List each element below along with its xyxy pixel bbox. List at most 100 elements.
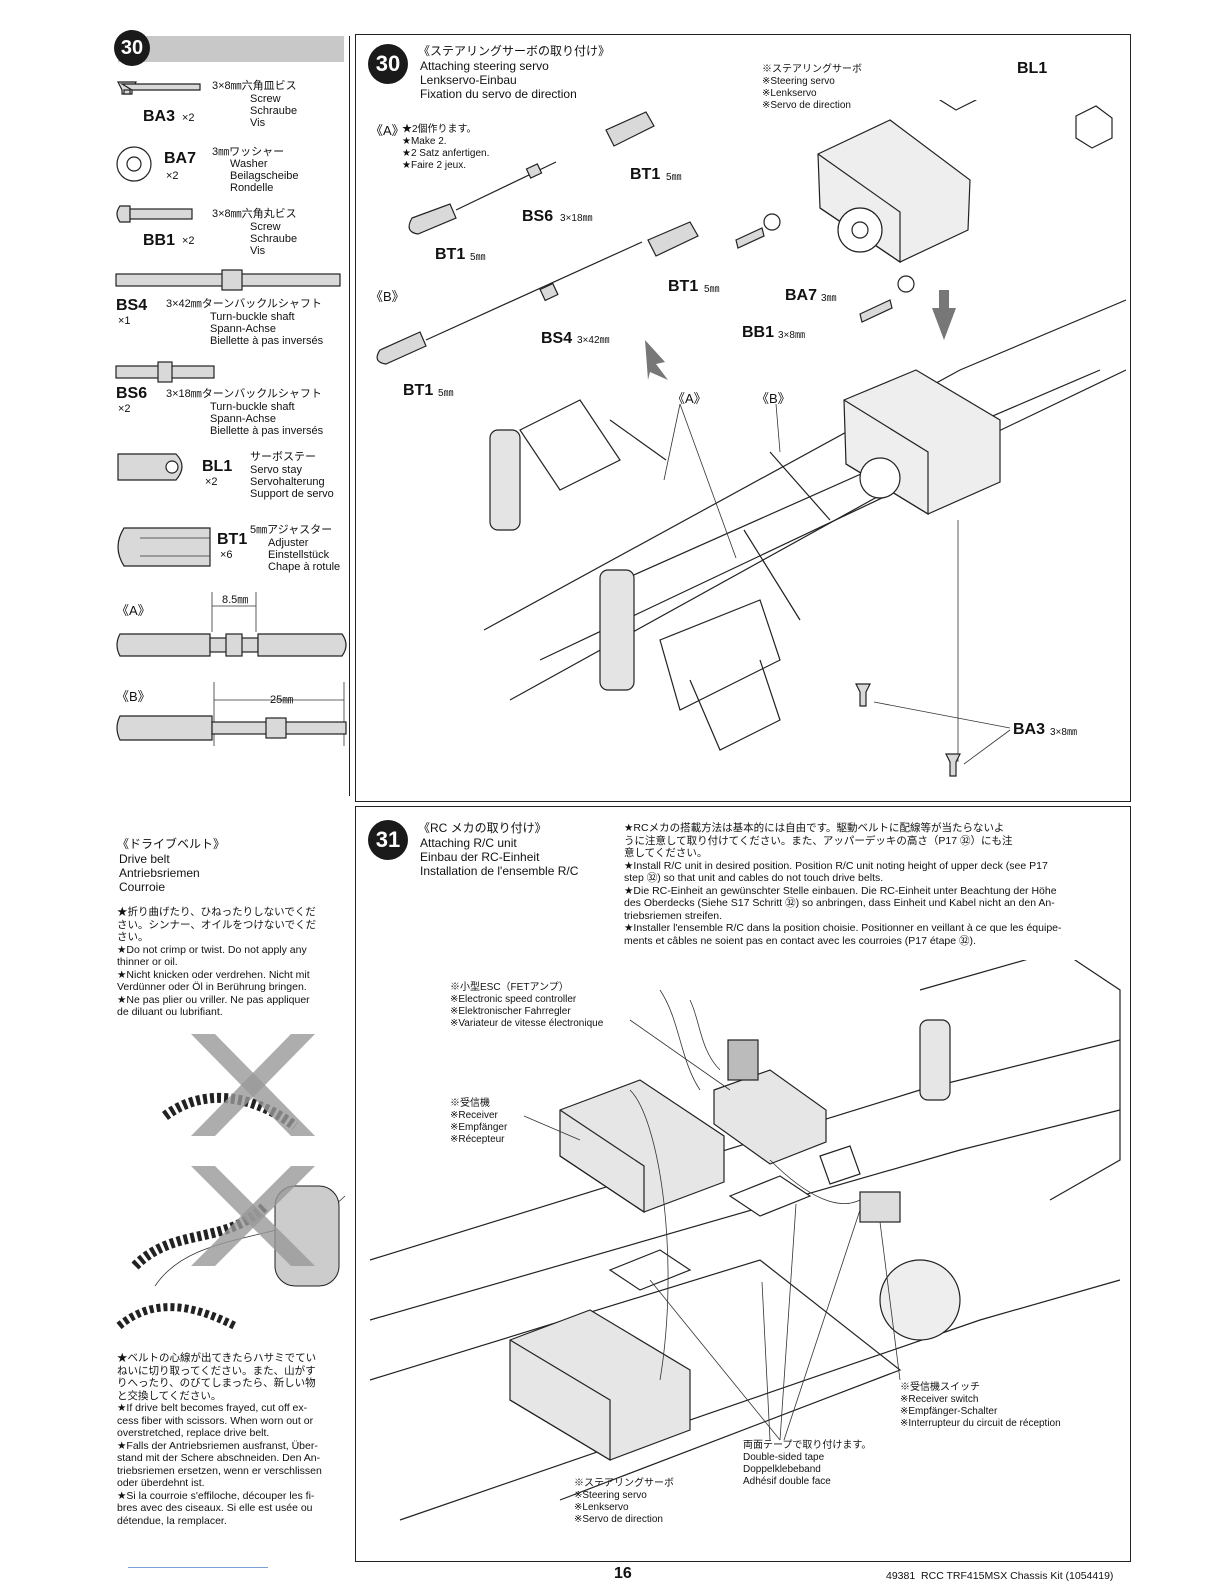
ba3-size-label: 3×8㎜	[1050, 727, 1077, 738]
servo-label: ※ステアリングサーボ ※Steering servo ※Lenkservo ※S…	[574, 1478, 674, 1525]
bt1-label-mid: BT1	[435, 246, 466, 263]
step30-b-label: 《B》	[370, 289, 405, 304]
bb1-label: BB1	[742, 324, 775, 341]
dim-b-diagram	[116, 682, 347, 746]
ba3-code: BA3	[143, 108, 176, 125]
dim-a-diagram	[116, 592, 347, 657]
ba7-size-label: 3㎜	[821, 293, 837, 304]
bt1-size-top: 5㎜	[666, 172, 682, 183]
bb1-code: BB1	[143, 232, 176, 249]
bs4-qty: ×1	[118, 315, 131, 327]
bt1-fr: Chape à rotule	[268, 561, 341, 573]
step30-servo-note: ※ステアリングサーボ ※Steering servo ※Lenkservo ※S…	[762, 64, 862, 111]
step30-a-label: 《A》	[370, 123, 405, 138]
bs4-en: Turn-buckle shaft	[210, 311, 295, 323]
bs6-fr: Biellette à pas inversés	[210, 425, 324, 437]
bt1-de: Einstellstück	[268, 549, 330, 561]
ba7-label: BA7	[785, 287, 818, 304]
ba7-fr: Rondelle	[230, 182, 274, 194]
ba7-en: Washer	[230, 158, 268, 170]
step31-diagram	[369, 960, 1121, 1521]
step31-badge: 31	[368, 820, 408, 860]
bb1-size: 3×8㎜六角丸ビス	[212, 208, 297, 220]
bl1-qty: ×2	[205, 476, 218, 488]
footer-rule	[128, 1567, 268, 1568]
doc-id: 49381 RCC TRF415MSX Chassis Kit (1054419…	[886, 1570, 1114, 1582]
step31-title-en: Attaching R/C unit	[420, 836, 517, 850]
step30-a-note: ★2個作ります。 ★Make 2. ★2 Satz anfertigen. ★F…	[402, 124, 490, 171]
bl1-size: サーボステー	[250, 451, 316, 463]
parts-panel-divider	[349, 36, 350, 796]
ba3-en: Screw	[250, 93, 281, 105]
ba7-size: 3㎜ワッシャー	[212, 146, 285, 158]
callout-b: 《B》	[756, 391, 791, 406]
bt1-code: BT1	[217, 531, 248, 548]
bb1-screw-icon	[116, 205, 193, 223]
step30-diagram	[376, 100, 1126, 777]
bl1-stay-icon	[117, 453, 183, 481]
belt-title-fr: Courroie	[119, 880, 166, 894]
bt1-size-b: 5㎜	[704, 284, 720, 295]
bs6-label: BS6	[522, 208, 554, 225]
receiver-label: ※受信機 ※Receiver ※Empfänger ※Récepteur	[450, 1098, 508, 1145]
bt1-adjuster-icon	[117, 527, 211, 567]
bt1-en: Adjuster	[268, 537, 309, 549]
bs6-en: Turn-buckle shaft	[210, 401, 295, 413]
bl1-en: Servo stay	[250, 464, 302, 476]
bt1-label-bottom: BT1	[403, 382, 434, 399]
belt-warning-1: ★折り曲げたり、ひねったりしないでくだ さい。シンナー、オイルをつけないでくだ …	[117, 906, 317, 1018]
ba3-size: 3×8㎜六角皿ビス	[212, 80, 297, 92]
step-number-badge: 30	[114, 30, 150, 66]
step31-title-jp: 《RC メカの取り付け》	[418, 821, 547, 835]
bs4-shaft-icon	[115, 269, 341, 291]
step30-parts-header	[118, 36, 344, 62]
step30-title-en: Attaching steering servo	[420, 59, 549, 73]
dim-a-label: 《A》	[116, 603, 151, 618]
bt1-size: 5㎜アジャスター	[250, 524, 333, 536]
bs6-size: 3×18㎜ターンバックルシャフト	[166, 388, 322, 400]
bb1-en: Screw	[250, 221, 281, 233]
bs4-label: BS4	[541, 330, 573, 347]
bt1-size-bottom: 5㎜	[438, 388, 454, 399]
step31-frame	[355, 806, 1131, 1562]
belt-title-de: Antriebsriemen	[119, 866, 200, 880]
bt1-label-top: BT1	[630, 166, 661, 183]
ba3-de: Schraube	[250, 105, 298, 117]
step30-frame	[355, 34, 1131, 802]
bl1-code: BL1	[202, 458, 233, 475]
bs6-de: Spann-Achse	[210, 413, 277, 425]
step31-title-fr: Installation de l'ensemble R/C	[420, 864, 579, 878]
bs6-size-label: 3×18㎜	[560, 213, 593, 224]
ba7-washer-icon	[116, 146, 152, 182]
step31-title-de: Einbau der RC-Einheit	[420, 850, 540, 864]
dim-a-value: 8.5㎜	[222, 594, 249, 606]
step30-badge: 30	[368, 44, 408, 84]
ba7-qty: ×2	[166, 170, 179, 182]
esc-label: ※小型ESC（FETアンプ） ※Electronic speed control…	[450, 982, 604, 1029]
bb1-fr: Vis	[250, 245, 266, 257]
bt1-size-mid: 5㎜	[470, 252, 486, 263]
ba7-code: BA7	[164, 150, 197, 167]
belt-title-en: Drive belt	[119, 852, 170, 866]
bl1-fr: Support de servo	[250, 488, 334, 500]
ba3-fr: Vis	[250, 117, 266, 129]
belt-title-jp: 《ドライブベルト》	[117, 837, 226, 851]
bb1-qty: ×2	[182, 235, 195, 247]
bt1-label-b: BT1	[668, 278, 699, 295]
bs4-size-label: 3×42㎜	[577, 335, 610, 346]
step30-title-fr: Fixation du servo de direction	[420, 87, 577, 101]
belt-illustrations	[116, 1034, 346, 1330]
ba3-label: BA3	[1013, 721, 1046, 738]
parts-illustrations	[115, 81, 347, 746]
dim-b-label: 《B》	[116, 689, 151, 704]
bt1-qty: ×6	[220, 549, 233, 561]
step30-title-jp: 《ステアリングサーボの取り付け》	[418, 44, 611, 58]
tape-label: 両面テープで取り付けます。 Double-sided tape Doppelkl…	[743, 1440, 872, 1487]
dim-b-value: 25㎜	[270, 694, 294, 706]
step30-title-de: Lenkservo-Einbau	[420, 73, 517, 87]
bs6-code: BS6	[116, 385, 148, 402]
bs4-fr: Biellette à pas inversés	[210, 335, 324, 347]
ba7-de: Beilagscheibe	[230, 170, 299, 182]
step31-notes: ★RCメカの搭載方法は基本的には自由です。駆動ベルトに配線等が当たらないよ うに…	[624, 822, 1062, 947]
bs6-shaft-icon	[115, 361, 215, 383]
